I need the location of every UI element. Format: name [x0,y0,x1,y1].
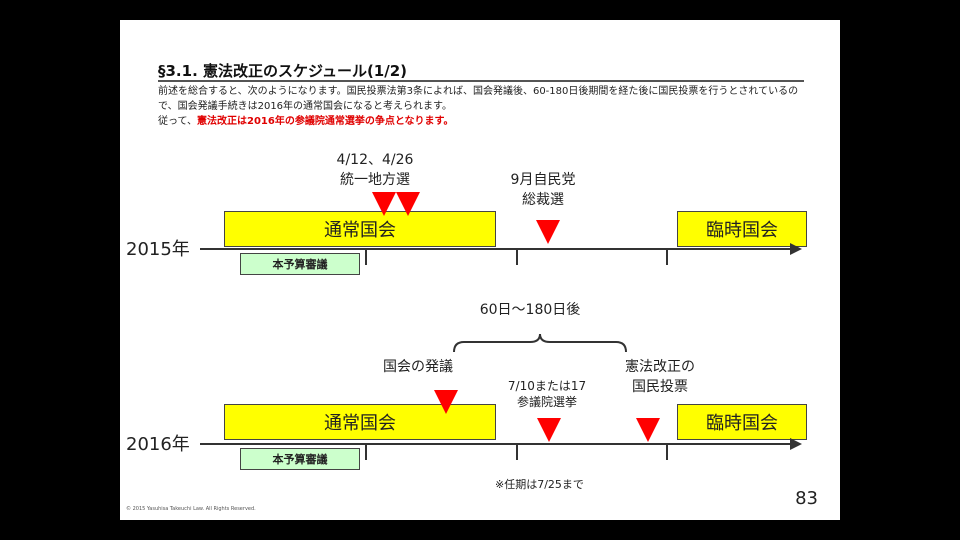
timeline-2015-tick-2 [516,249,518,265]
intro-line-2-prefix: 従って、 [158,116,197,127]
title-divider [158,80,804,82]
diet-proposal-label: 国会の発議 [383,359,453,375]
ldp-event-line2: 総裁選 [522,192,564,208]
timeline-2016-tick-3 [666,444,668,460]
copyright-notice: © 2015 Yasuhisa Takeuchi Law. All Rights… [126,506,256,512]
year-2016-label: 2016年 [126,434,190,455]
intro-text: 前述を総合すると、次のようになります。国民投票法第3条によれば、国会発議後、60… [158,84,808,129]
timeline-2015-axis [200,248,790,250]
period-label: 60日〜180日後 [479,302,581,318]
timeline-2016-arrow [790,438,802,450]
extraordinary-session-2016: 臨時国会 [677,404,807,440]
election-label-line1: 7/10または17 [507,379,587,393]
year-2015-label: 2015年 [126,239,190,260]
referendum-label-line2: 国民投票 [632,379,688,395]
local-election-marker-2 [396,192,420,216]
timeline-2016-tick-1 [365,444,367,460]
timeline-2016-tick-2 [516,444,518,460]
local-election-label: 統一地方選 [340,172,410,188]
timeline-2015-tick-3 [666,249,668,265]
budget-deliberation-2016: 本予算審議 [240,448,360,470]
intro-emphasis: 憲法改正は2016年の参議院通常選挙の争点となります。 [197,116,454,127]
timeline-2015-arrow [790,243,802,255]
slide-title: §3.1. 憲法改正のスケジュール(1/2) [158,62,408,80]
budget-deliberation-2015: 本予算審議 [240,253,360,275]
local-election-dates: 4/12、4/26 [336,152,414,168]
extraordinary-session-2015: 臨時国会 [677,211,807,247]
intro-line-1: 前述を総合すると、次のようになります。国民投票法第3条によれば、国会発議後、60… [158,86,799,112]
election-marker [537,418,561,442]
slide: §3.1. 憲法改正のスケジュール(1/2) 前述を総合すると、次のようになりま… [120,20,840,520]
election-label-line2: 参議院選挙 [516,395,577,409]
timeline-2015-tick-1 [365,249,367,265]
period-brace [453,333,627,353]
diet-proposal-marker [434,390,458,414]
local-election-marker-1 [372,192,396,216]
timeline-2016-axis [200,443,790,445]
referendum-label-line1: 憲法改正の [625,359,695,375]
page-number: 83 [795,488,818,509]
ldp-election-marker [536,220,560,244]
referendum-marker [636,418,660,442]
ldp-event-line1: 9月自民党 [510,172,576,188]
ordinary-session-2015: 通常国会 [224,211,496,247]
term-note: ※任期は7/25まで [495,478,584,491]
intro-line-2: 従って、憲法改正は2016年の参議院通常選挙の争点となります。 [158,114,808,129]
